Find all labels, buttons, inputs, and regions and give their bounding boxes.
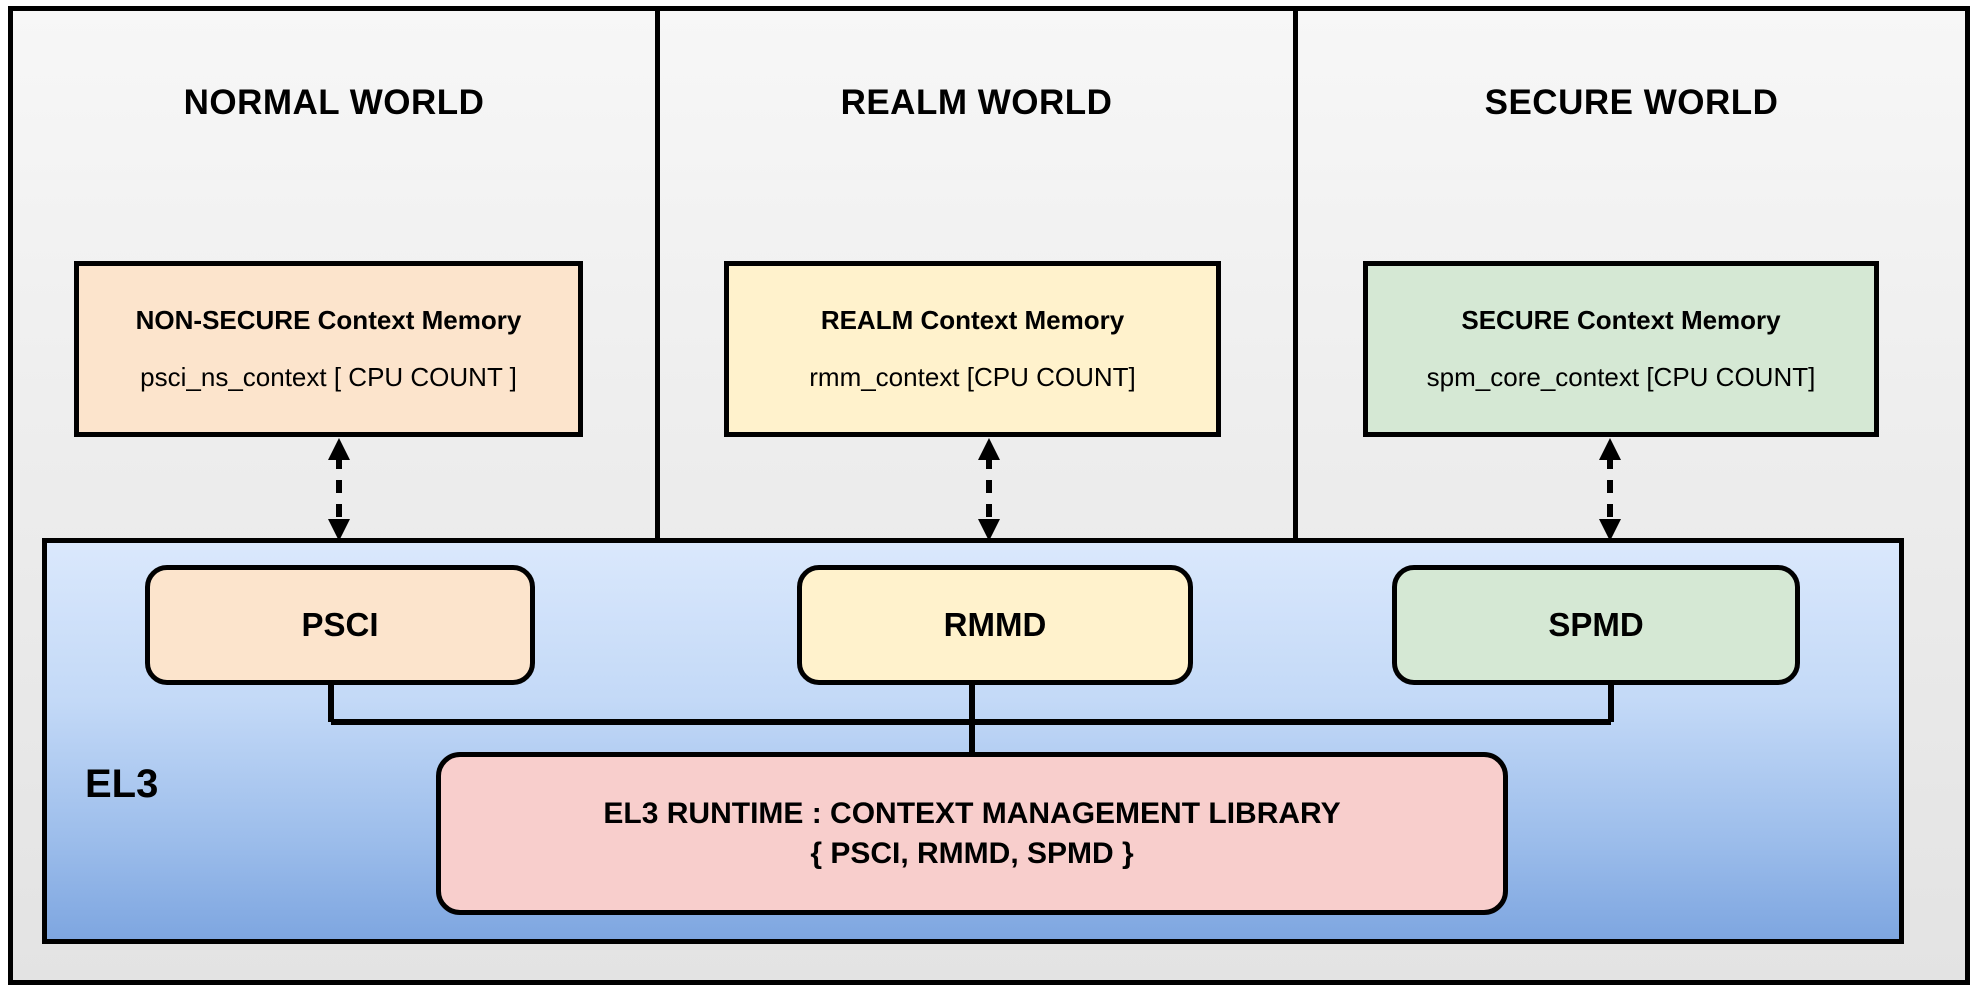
context-memory-title-non-secure: NON-SECURE Context Memory — [135, 305, 522, 335]
dispatcher-label-rmmd: RMMD — [943, 606, 1047, 643]
dispatcher-box-spmd[interactable]: SPMD — [1392, 565, 1800, 685]
dispatcher-box-psci[interactable]: PSCI — [145, 565, 535, 685]
world-title-normal: NORMAL WORLD — [183, 83, 485, 122]
world-column-normal: NORMAL WORLD — [13, 11, 660, 538]
el3-runtime-library-line-1: EL3 RUNTIME : CONTEXT MANAGEMENT LIBRARY — [603, 796, 1341, 830]
context-memory-subtitle-realm: rmm_context [CPU COUNT] — [809, 362, 1136, 392]
dispatcher-label-psci: PSCI — [301, 606, 379, 643]
dashed-arrow-normal — [328, 438, 350, 541]
el3-panel-label: EL3 — [85, 762, 159, 806]
context-memory-subtitle-non-secure: psci_ns_context [ CPU COUNT ] — [140, 362, 517, 392]
context-memory-box-non-secure: NON-SECURE Context Memory psci_ns_contex… — [74, 261, 583, 437]
el3-runtime-library-box[interactable]: EL3 RUNTIME : CONTEXT MANAGEMENT LIBRARY… — [436, 752, 1508, 915]
context-memory-title-realm: REALM Context Memory — [820, 305, 1125, 335]
context-memory-title-secure: SECURE Context Memory — [1461, 305, 1781, 335]
dashed-arrow-realm — [978, 438, 1000, 541]
world-title-realm: REALM WORLD — [840, 83, 1113, 122]
world-title-secure: SECURE WORLD — [1484, 83, 1779, 122]
dashed-arrow-secure — [1599, 438, 1621, 541]
el3-runtime-library-line-2: { PSCI, RMMD, SPMD } — [810, 836, 1134, 870]
context-memory-box-secure: SECURE Context Memory spm_core_context [… — [1363, 261, 1879, 437]
dispatcher-box-rmmd[interactable]: RMMD — [797, 565, 1193, 685]
context-memory-box-realm: REALM Context Memory rmm_context [CPU CO… — [724, 261, 1221, 437]
world-column-secure: SECURE WORLD — [1298, 11, 1965, 538]
context-memory-subtitle-secure: spm_core_context [CPU COUNT] — [1426, 362, 1816, 392]
world-column-realm: REALM WORLD — [660, 11, 1298, 538]
dispatcher-label-spmd: SPMD — [1548, 606, 1644, 643]
